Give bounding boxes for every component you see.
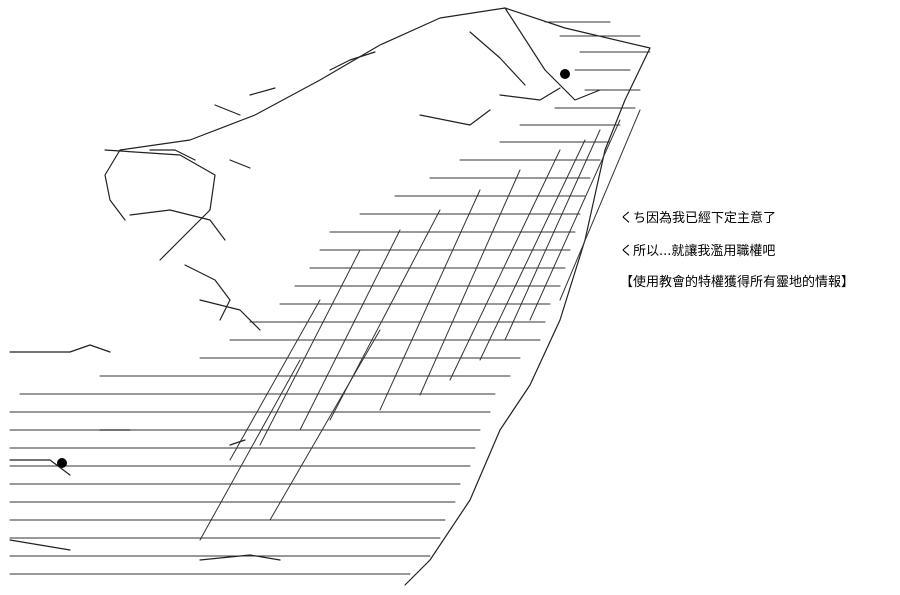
dialogue-line-2: く所以...就讓我濫用職權吧	[620, 244, 776, 259]
hair-strands-diagonal	[199, 109, 641, 541]
hair-outline	[104, 7, 651, 586]
hair-hatching	[9, 21, 651, 575]
hand-outline	[104, 149, 261, 331]
dialogue-line-3: 【使用教會的特權獲得所有靈地的情報】	[620, 275, 855, 290]
dialogue-line-1: くち因為我已經下定主意了	[620, 211, 777, 226]
face-features	[149, 51, 570, 169]
lower-details	[9, 344, 281, 561]
